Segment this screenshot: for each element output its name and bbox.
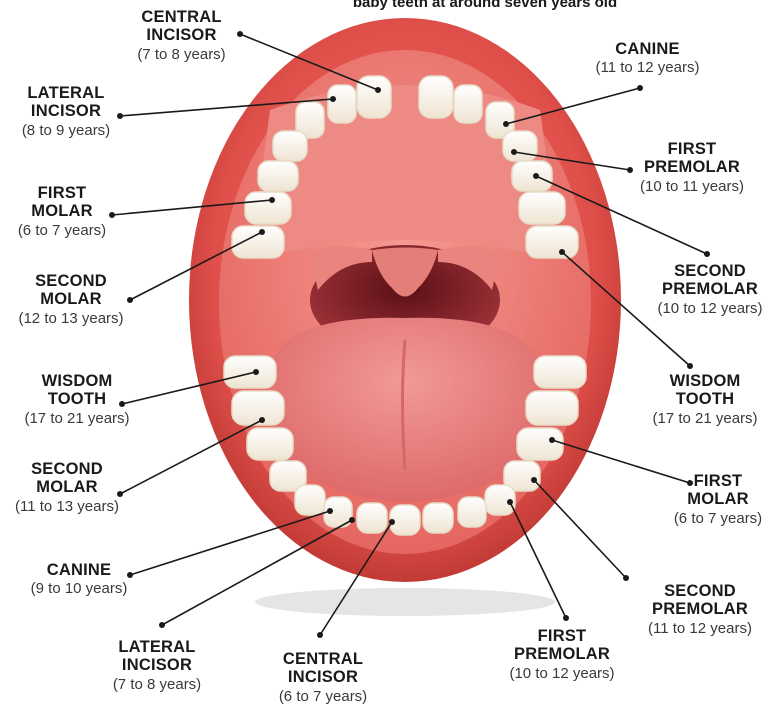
lower-tooth <box>458 497 486 527</box>
label-age: (11 to 13 years) <box>2 499 132 516</box>
lower-tooth <box>534 356 586 388</box>
label-name: FIRST PREMOLAR <box>632 140 752 177</box>
label-age: (10 to 11 years) <box>632 179 752 196</box>
lower-tooth <box>232 391 284 425</box>
label-age: (17 to 21 years) <box>640 411 770 428</box>
label-lower-second-molar: SECOND MOLAR (11 to 13 years) <box>2 460 132 516</box>
leader-dot <box>507 499 513 505</box>
leader-dot <box>549 437 555 443</box>
label-upper-wisdom-tooth: WISDOM TOOTH (17 to 21 years) <box>640 372 770 428</box>
leader-dot <box>533 173 539 179</box>
label-name: FIRST MOLAR <box>662 472 774 509</box>
label-lower-central-incisor: CENTRAL INCISOR (6 to 7 years) <box>258 650 388 706</box>
leader-dot <box>563 615 569 621</box>
label-lower-second-premolar: SECOND PREMOLAR (11 to 12 years) <box>630 582 770 638</box>
leader-dot <box>704 251 710 257</box>
label-name: CENTRAL INCISOR <box>124 8 239 45</box>
label-upper-second-premolar: SECOND PREMOLAR (10 to 12 years) <box>645 262 775 318</box>
label-age: (6 to 7 years) <box>662 511 774 528</box>
leader-dot <box>559 249 565 255</box>
label-age: (6 to 7 years) <box>258 689 388 706</box>
leader-dot <box>269 197 275 203</box>
upper-tooth <box>232 226 284 258</box>
upper-tooth <box>503 131 537 161</box>
label-lower-first-molar: FIRST MOLAR (6 to 7 years) <box>662 472 774 528</box>
label-name: WISDOM TOOTH <box>640 372 770 409</box>
leader-dot <box>259 229 265 235</box>
label-age: (17 to 21 years) <box>12 411 142 428</box>
label-name: CENTRAL INCISOR <box>258 650 388 687</box>
label-lower-first-premolar: FIRST PREMOLAR (10 to 12 years) <box>497 627 627 683</box>
upper-tooth <box>273 131 307 161</box>
label-name: SECOND MOLAR <box>2 460 132 497</box>
lower-tooth <box>526 391 578 425</box>
label-age: (11 to 12 years) <box>630 621 770 638</box>
lower-tooth <box>357 503 387 533</box>
label-lower-canine: CANINE (9 to 10 years) <box>14 561 144 598</box>
leader-lower-second-premolar <box>534 480 626 578</box>
label-name: SECOND MOLAR <box>6 272 136 309</box>
label-upper-central-incisor: CENTRAL INCISOR (7 to 8 years) <box>124 8 239 64</box>
label-name: FIRST MOLAR <box>6 184 118 221</box>
label-age: (7 to 8 years) <box>124 47 239 64</box>
leader-dot <box>389 519 395 525</box>
leader-dot <box>317 632 323 638</box>
leader-dot <box>623 575 629 581</box>
leader-dot <box>375 87 381 93</box>
lower-tooth <box>247 428 293 460</box>
label-age: (7 to 8 years) <box>92 677 222 694</box>
label-age: (11 to 12 years) <box>585 60 710 77</box>
upper-tooth <box>419 76 453 118</box>
label-age: (9 to 10 years) <box>14 581 144 598</box>
leader-dot <box>637 85 643 91</box>
upper-tooth <box>258 161 298 191</box>
label-name: LATERAL INCISOR <box>6 84 126 121</box>
upper-tooth <box>519 192 565 224</box>
lower-tooth <box>390 505 420 535</box>
label-age: (8 to 9 years) <box>6 123 126 140</box>
label-name: SECOND PREMOLAR <box>645 262 775 299</box>
leader-dot <box>327 508 333 514</box>
label-name: LATERAL INCISOR <box>92 638 222 675</box>
lower-tooth <box>517 428 563 460</box>
leader-dot <box>259 417 265 423</box>
lower-tooth <box>224 356 276 388</box>
label-age: (10 to 12 years) <box>645 301 775 318</box>
leader-dot <box>511 149 517 155</box>
upper-tooth <box>454 85 482 123</box>
label-lower-lateral-incisor: LATERAL INCISOR (7 to 8 years) <box>92 638 222 694</box>
leader-dot <box>159 622 165 628</box>
label-name: CANINE <box>585 40 710 58</box>
label-name: CANINE <box>14 561 144 579</box>
leader-dot <box>503 121 509 127</box>
upper-tooth <box>526 226 578 258</box>
label-age: (6 to 7 years) <box>6 223 118 240</box>
label-upper-lateral-incisor: LATERAL INCISOR (8 to 9 years) <box>6 84 126 140</box>
header-caption: baby teeth at around seven years old <box>300 0 670 11</box>
label-age: (10 to 12 years) <box>497 666 627 683</box>
leader-dot <box>531 477 537 483</box>
mouth-shadow <box>255 588 555 616</box>
label-name: FIRST PREMOLAR <box>497 627 627 664</box>
label-upper-second-molar: SECOND MOLAR (12 to 13 years) <box>6 272 136 328</box>
lower-tooth <box>423 503 453 533</box>
label-upper-canine: CANINE (11 to 12 years) <box>585 40 710 77</box>
label-age: (12 to 13 years) <box>6 311 136 328</box>
upper-tooth <box>245 192 291 224</box>
label-upper-first-molar: FIRST MOLAR (6 to 7 years) <box>6 184 118 240</box>
upper-tooth <box>328 85 356 123</box>
upper-tooth <box>357 76 391 118</box>
leader-dot <box>349 517 355 523</box>
label-lower-wisdom-tooth: WISDOM TOOTH (17 to 21 years) <box>12 372 142 428</box>
leader-dot <box>330 96 336 102</box>
label-upper-first-premolar: FIRST PREMOLAR (10 to 11 years) <box>632 140 752 196</box>
label-name: SECOND PREMOLAR <box>630 582 770 619</box>
leader-dot <box>253 369 259 375</box>
lower-tooth <box>295 485 325 515</box>
label-name: WISDOM TOOTH <box>12 372 142 409</box>
upper-tooth <box>512 161 552 191</box>
leader-dot <box>687 363 693 369</box>
